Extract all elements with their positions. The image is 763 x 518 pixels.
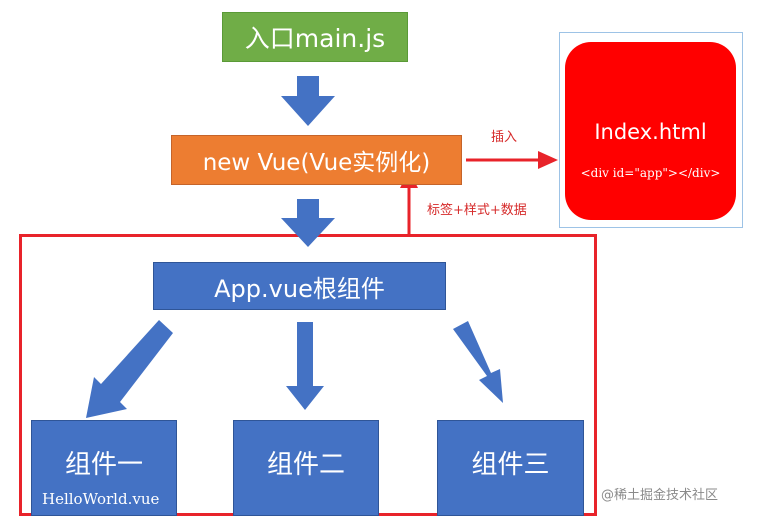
arrow-app-to-child-2 xyxy=(286,322,324,410)
index-html-title: Index.html xyxy=(594,120,707,144)
component-three-node: 组件三 xyxy=(437,420,584,516)
entry-main-js-node: 入口main.js xyxy=(222,12,408,62)
arrow-app-to-child-1 xyxy=(86,320,173,418)
payload-edge-label: 标签+样式+数据 xyxy=(427,203,527,218)
arrow-entry-to-vue xyxy=(281,76,335,126)
arrow-app-to-child-3 xyxy=(453,321,503,403)
component-one-label: 组件一 xyxy=(64,449,143,480)
component-two-label: 组件二 xyxy=(266,449,345,480)
index-html-code: <div id="app"></div> xyxy=(580,166,721,180)
arrow-vue-to-app xyxy=(281,199,335,247)
component-one-node: 组件一 xyxy=(31,420,177,516)
index-html-node: Index.html <div id="app"></div> xyxy=(565,42,736,220)
component-three-label: 组件三 xyxy=(471,449,550,480)
component-one-sublabel: HelloWorld.vue xyxy=(42,490,160,508)
arrow-vue-to-index-head xyxy=(538,151,558,169)
insert-edge-label: 插入 xyxy=(491,130,518,145)
watermark: @稀土掘金技术社区 xyxy=(601,488,719,503)
app-vue-root-node: App.vue根组件 xyxy=(153,262,446,310)
component-two-node: 组件二 xyxy=(233,420,379,516)
vue-instance-node: new Vue(Vue实例化) xyxy=(171,135,462,185)
